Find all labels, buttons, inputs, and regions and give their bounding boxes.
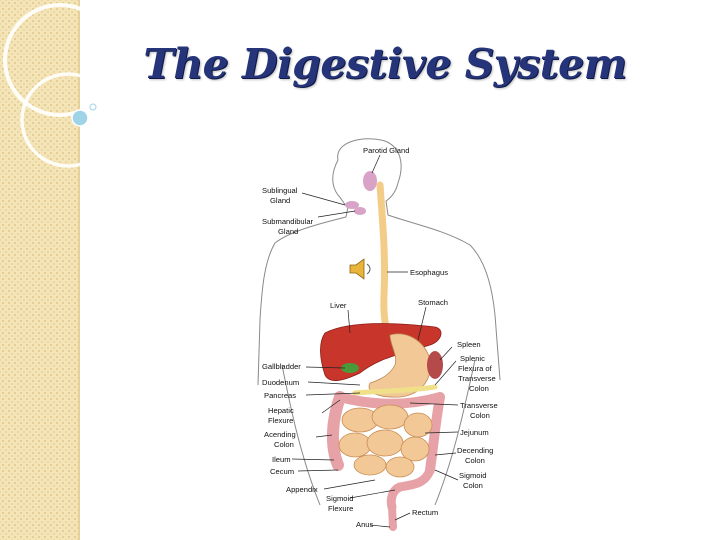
label-sublingual-gland: Sublingual bbox=[262, 186, 298, 195]
label-submandibular-gland: Gland bbox=[278, 227, 298, 236]
label-splenic-flexure: Colon bbox=[469, 384, 489, 393]
label-submandibular-gland: Submandibular bbox=[262, 217, 314, 226]
label-duodenum: Duodenum bbox=[262, 378, 299, 387]
label-gallbladder: Gallbladder bbox=[262, 362, 301, 371]
spleen bbox=[427, 351, 443, 379]
label-sigmoid-colon: Colon bbox=[463, 481, 483, 490]
label-splenic-flexure: Splenic bbox=[460, 354, 485, 363]
small-intestine bbox=[338, 404, 433, 478]
label-descending-colon: Colon bbox=[465, 456, 485, 465]
descending-colon bbox=[425, 392, 445, 475]
label-sigmoid-flexure: Flexure bbox=[328, 504, 353, 513]
label-stomach: Stomach bbox=[418, 298, 448, 307]
label-descending-colon: Decending bbox=[457, 446, 493, 455]
label-jejunum: Jejunum bbox=[460, 428, 489, 437]
speaker-icon[interactable] bbox=[349, 258, 371, 280]
label-spleen: Spleen bbox=[457, 340, 481, 349]
gallbladder bbox=[341, 363, 359, 373]
body-outline bbox=[257, 138, 501, 506]
label-transverse-colon: Transverse bbox=[460, 401, 498, 410]
slide-title: The Digestive System bbox=[143, 40, 627, 88]
parotid-gland bbox=[363, 171, 377, 191]
sublingual-gland bbox=[345, 201, 359, 209]
digestive-system-diagram: Parotid Gland Sublingual Gland Submandib… bbox=[257, 138, 501, 531]
label-cecum: Cecum bbox=[270, 467, 294, 476]
pancreas bbox=[352, 384, 438, 396]
rectum bbox=[388, 503, 397, 531]
label-liver: Liver bbox=[330, 301, 347, 310]
submandibular-gland bbox=[354, 207, 366, 215]
label-sigmoid-colon: Sigmoid bbox=[459, 471, 486, 480]
label-hepatic-flexure: Hepatic bbox=[268, 406, 294, 415]
label-pancreas: Pancreas bbox=[264, 391, 296, 400]
decorative-circles bbox=[3, 3, 117, 168]
label-ascending-colon: Colon bbox=[274, 440, 294, 449]
label-esophagus: Esophagus bbox=[410, 268, 448, 277]
label-hepatic-flexure: Flexure bbox=[268, 416, 293, 425]
ascending-colon bbox=[326, 391, 346, 471]
label-splenic-flexure: Flexura of bbox=[458, 364, 493, 373]
label-sigmoid-flexure: Sigmoid bbox=[326, 494, 353, 503]
label-ascending-colon: Acending bbox=[264, 430, 296, 439]
label-ileum: Ileum bbox=[272, 455, 291, 464]
leader-lines bbox=[291, 154, 459, 528]
label-rectum: Rectum bbox=[412, 508, 438, 517]
transverse-colon bbox=[335, 392, 445, 409]
label-splenic-flexure: Transverse bbox=[458, 374, 496, 383]
label-parotid-gland: Parotid Gland bbox=[363, 146, 409, 155]
sigmoid-colon bbox=[386, 465, 435, 512]
label-anus: Anus bbox=[356, 520, 374, 529]
label-transverse-colon: Colon bbox=[470, 411, 490, 420]
label-appendix: Appendix bbox=[286, 485, 318, 494]
label-sublingual-gland: Gland bbox=[270, 196, 290, 205]
